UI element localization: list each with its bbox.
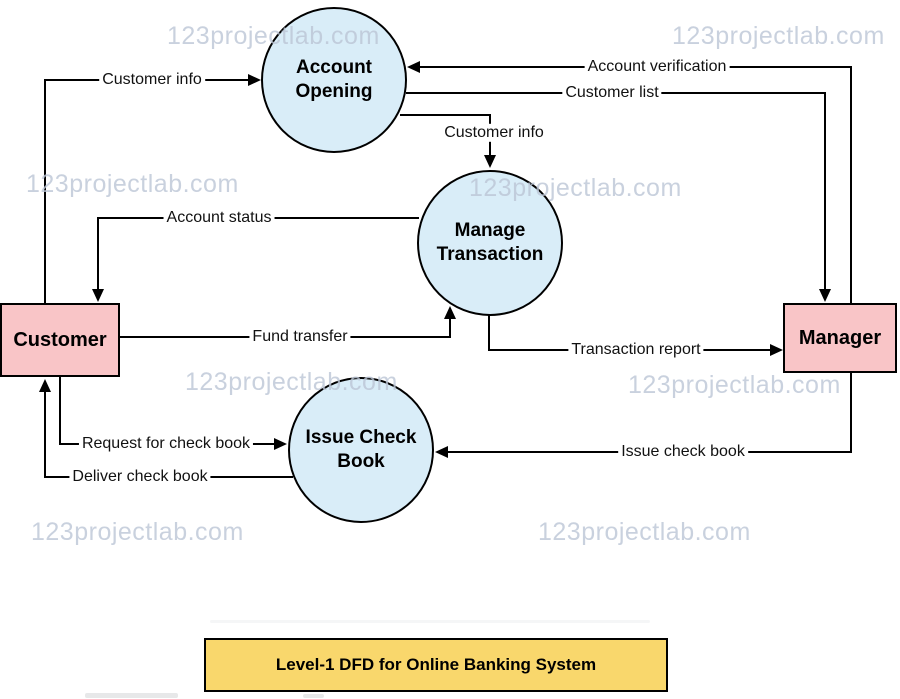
flow-label-issue-check-book: Issue check book — [618, 442, 748, 462]
flow-customer-list-arrowhead — [819, 289, 831, 302]
flow-account-verification-vertical — [850, 66, 852, 304]
flow-customer-info2-horizontal — [400, 114, 491, 116]
flow-customer-info1-vertical — [44, 79, 46, 304]
flow-label-fund-transfer: Fund transfer — [249, 327, 351, 347]
artifact-cutoff-text-left — [85, 693, 178, 698]
entity-customer: Customer — [0, 303, 120, 377]
flow-label-customer-info2: Customer info — [441, 123, 547, 143]
flow-customer-list-vertical — [824, 92, 826, 290]
flow-label-request-check-book: Request for check book — [78, 434, 254, 454]
flow-account-status-arrowhead — [92, 289, 104, 302]
flow-label-account-verification: Account verification — [584, 57, 730, 77]
flow-customer-info1-arrowhead — [248, 74, 261, 86]
flow-label-customer-info1: Customer info — [99, 70, 205, 90]
diagram-title-box: Level-1 DFD for Online Banking System — [204, 638, 668, 692]
flow-issue-check-book-arrowhead — [435, 446, 448, 458]
flow-label-deliver-check-book: Deliver check book — [69, 467, 211, 487]
process-account-opening-label: Account Opening — [295, 57, 373, 102]
flow-deliver-check-book-vertical — [44, 391, 46, 478]
flow-account-status-vertical — [97, 217, 99, 292]
flow-transaction-report-vertical — [488, 315, 490, 351]
flow-customer-info2-arrowhead — [484, 155, 496, 168]
entity-customer-label: Customer — [13, 328, 107, 351]
process-issue-check-book: Issue Check Book — [288, 377, 434, 523]
flow-transaction-report-arrowhead — [770, 344, 783, 356]
flow-label-account-status: Account status — [163, 208, 275, 228]
flow-fund-transfer-arrowhead — [444, 306, 456, 319]
flow-request-check-book-vertical — [59, 376, 61, 445]
flow-label-transaction-report: Transaction report — [568, 340, 704, 360]
process-manage-transaction: Manage Transaction — [417, 170, 563, 316]
flow-request-check-book-arrowhead — [274, 438, 287, 450]
diagram-title-label: Level-1 DFD for Online Banking System — [275, 655, 597, 674]
artifact-cutoff-text-mid — [303, 694, 324, 698]
flow-account-verification-arrowhead — [407, 61, 420, 73]
flow-fund-transfer-vertical — [449, 318, 451, 338]
entity-manager: Manager — [783, 303, 897, 373]
flow-issue-check-book-vertical — [850, 372, 852, 453]
process-issue-check-book-label: Issue Check Book — [305, 427, 417, 472]
flow-label-customer-list: Customer list — [562, 83, 662, 103]
entity-manager-label: Manager — [798, 326, 882, 349]
artifact-smudge-above-title — [210, 620, 650, 623]
flow-deliver-check-book-arrowhead — [39, 379, 51, 392]
process-account-opening: Account Opening — [261, 7, 407, 153]
process-manage-transaction-label: Manage Transaction — [436, 220, 544, 265]
